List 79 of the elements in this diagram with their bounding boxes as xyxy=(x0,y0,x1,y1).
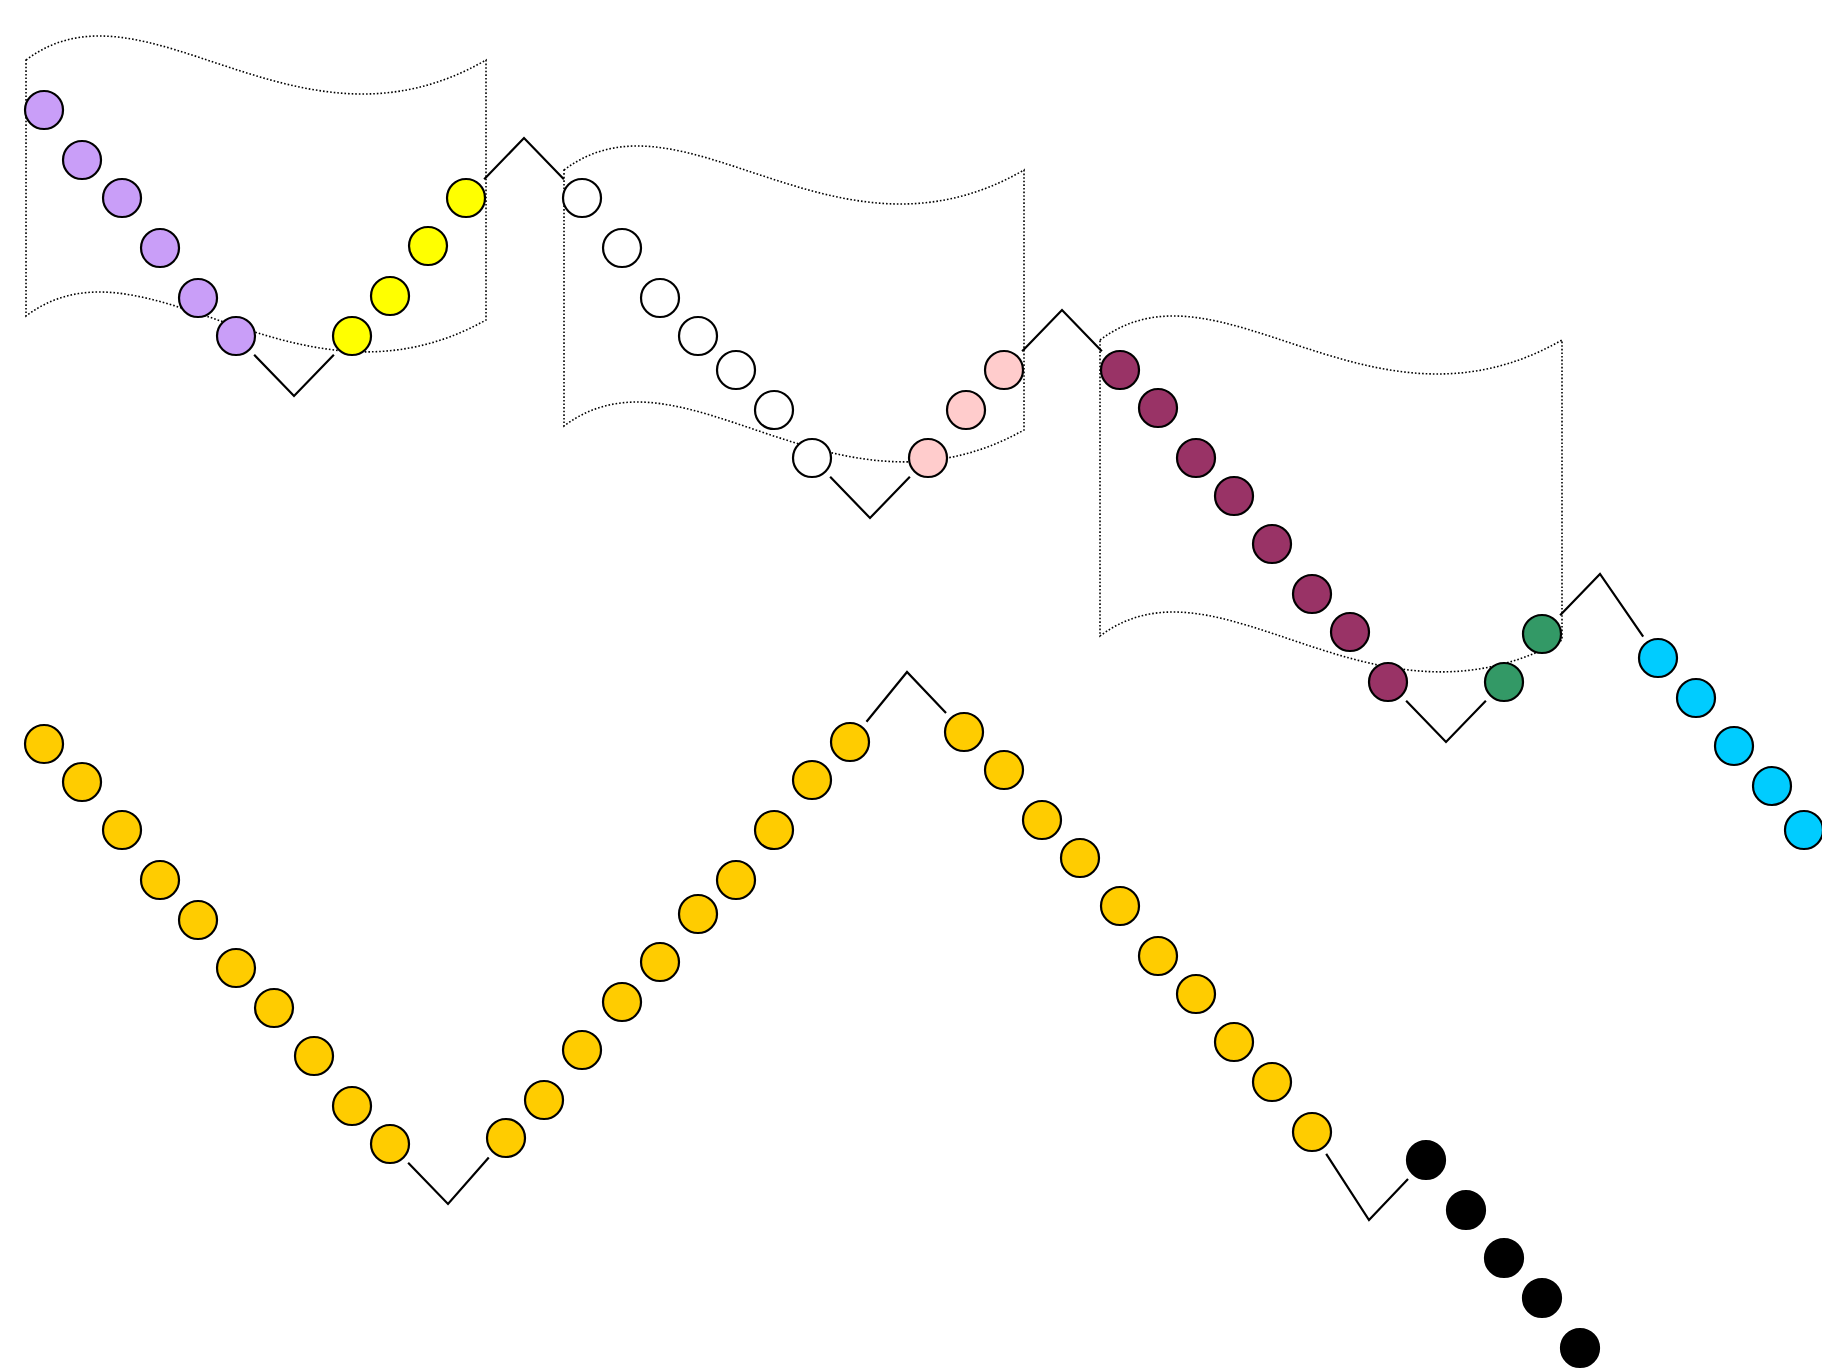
bead xyxy=(829,721,871,763)
bead xyxy=(1783,809,1822,851)
bead xyxy=(1137,387,1179,429)
bead xyxy=(677,893,719,935)
bead xyxy=(715,349,757,391)
connector-line xyxy=(1021,308,1103,352)
bead xyxy=(791,437,833,479)
bead xyxy=(1251,1061,1293,1103)
bead xyxy=(1521,1277,1563,1319)
bead xyxy=(61,761,103,803)
bead xyxy=(177,277,219,319)
bead xyxy=(561,177,603,219)
bead xyxy=(139,859,181,901)
bead xyxy=(1213,475,1255,517)
bead xyxy=(23,723,65,765)
bead xyxy=(369,1123,411,1165)
connector-line xyxy=(1325,1153,1409,1222)
connector-line xyxy=(829,476,911,520)
bead xyxy=(943,711,985,753)
bead xyxy=(101,177,143,219)
bead xyxy=(1137,935,1179,977)
bead xyxy=(1445,1189,1487,1231)
bead xyxy=(639,941,681,983)
bead xyxy=(23,89,65,131)
connector-line xyxy=(865,670,947,723)
bead xyxy=(523,1079,565,1121)
bead xyxy=(1751,765,1793,807)
connector-line xyxy=(1559,572,1645,638)
bead xyxy=(1521,613,1563,655)
bead xyxy=(639,277,681,319)
bead xyxy=(791,759,833,801)
connector-line xyxy=(253,354,335,398)
bead xyxy=(61,139,103,181)
bead xyxy=(1175,973,1217,1015)
bead xyxy=(139,227,181,269)
bead xyxy=(677,315,719,357)
bead xyxy=(1291,1111,1333,1153)
bead xyxy=(1251,523,1293,565)
bead xyxy=(215,315,257,357)
bead xyxy=(753,809,795,851)
connector-line xyxy=(483,136,565,180)
bead xyxy=(1021,799,1063,841)
connector-line xyxy=(407,1156,490,1206)
bead xyxy=(983,349,1025,391)
bead xyxy=(445,177,487,219)
bead xyxy=(1675,677,1717,719)
bead xyxy=(407,225,449,267)
bead xyxy=(485,1117,527,1159)
bead xyxy=(1291,573,1333,615)
bead xyxy=(1637,637,1679,679)
bead xyxy=(1713,725,1755,767)
bead xyxy=(293,1035,335,1077)
connector-line xyxy=(1405,700,1487,744)
bead xyxy=(1059,837,1101,879)
bead xyxy=(1483,1237,1525,1279)
bead xyxy=(1483,661,1525,703)
bead xyxy=(601,227,643,269)
bead xyxy=(101,809,143,851)
bead xyxy=(1329,611,1371,653)
bead xyxy=(1405,1139,1447,1181)
bead xyxy=(1099,349,1141,391)
bead xyxy=(1367,661,1409,703)
bead xyxy=(715,859,757,901)
bead xyxy=(945,389,987,431)
bead xyxy=(753,389,795,431)
bead xyxy=(253,987,295,1029)
bead xyxy=(1175,437,1217,479)
bead xyxy=(1099,885,1141,927)
bead xyxy=(601,981,643,1023)
bead xyxy=(331,315,373,357)
bead xyxy=(983,749,1025,791)
bead xyxy=(1559,1327,1601,1369)
bead xyxy=(369,275,411,317)
bead xyxy=(561,1029,603,1071)
bead xyxy=(907,437,949,479)
bead xyxy=(177,899,219,941)
bead xyxy=(331,1085,373,1127)
bead xyxy=(215,947,257,989)
bead xyxy=(1213,1021,1255,1063)
